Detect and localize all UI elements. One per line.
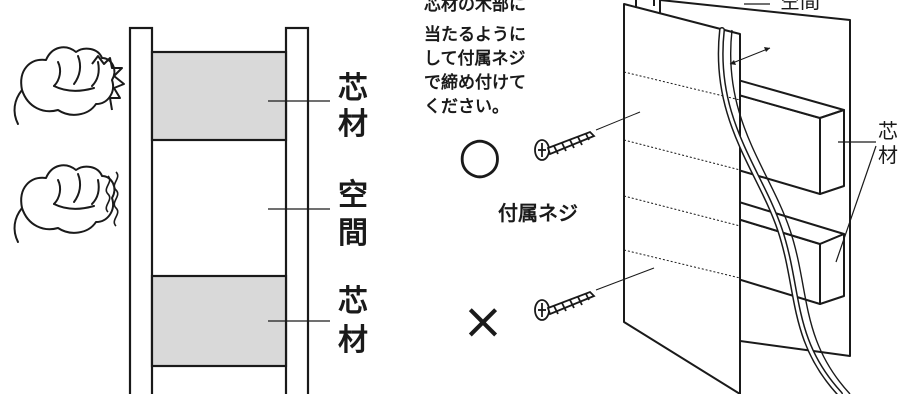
core-block-upper-side [819,109,845,195]
core-block-lower-side [819,233,845,305]
core-block-bottom [150,274,288,368]
instruction-line-2: 当たるように [424,24,526,45]
label-space-1: 空 [338,178,368,213]
bad-mark: × [462,292,504,350]
screw-bad-icon [534,290,596,321]
gap-arrow [729,47,771,65]
wall-cross-section [128,26,310,394]
label-core-top-2: 材 [338,107,368,142]
label-space-2: 間 [338,216,368,251]
fist-hollow-icon [13,164,116,243]
label-core-bottom-2: 材 [338,323,368,358]
fist-knock-icon [13,46,116,125]
screw-bad-pointer [595,267,655,291]
screw-label: 付属ネジ [498,201,578,225]
panel-3d [623,0,851,394]
instruction-text: 芯材の木部に 当たるように して付属ネジ で締め付けて ください。 [424,0,526,117]
good-mark: ○ [458,126,502,184]
instruction-line-5: ください。 [424,97,509,117]
front-panel [623,3,741,394]
sound-waves-icon [105,171,119,227]
back-board [284,26,310,394]
label-core-right-1: 芯 [878,119,898,143]
instruction-line-1: 芯材の木部に [424,0,526,15]
screw-good-pointer [595,111,641,131]
screw-good-icon [534,130,596,161]
label-core-right-2: 材 [878,143,898,167]
label-core-top-1: 芯 [338,71,368,106]
leader-core-right-2 [835,145,877,263]
core-block-top [150,50,288,142]
instruction-line-4: で締め付けて [424,72,526,93]
instruction-line-3: して付属ネジ [424,48,526,69]
label-space-top: 空間 [780,0,820,13]
label-core-bottom-1: 芯 [338,284,368,319]
front-board [128,26,154,394]
impact-burst-icon [91,55,125,111]
